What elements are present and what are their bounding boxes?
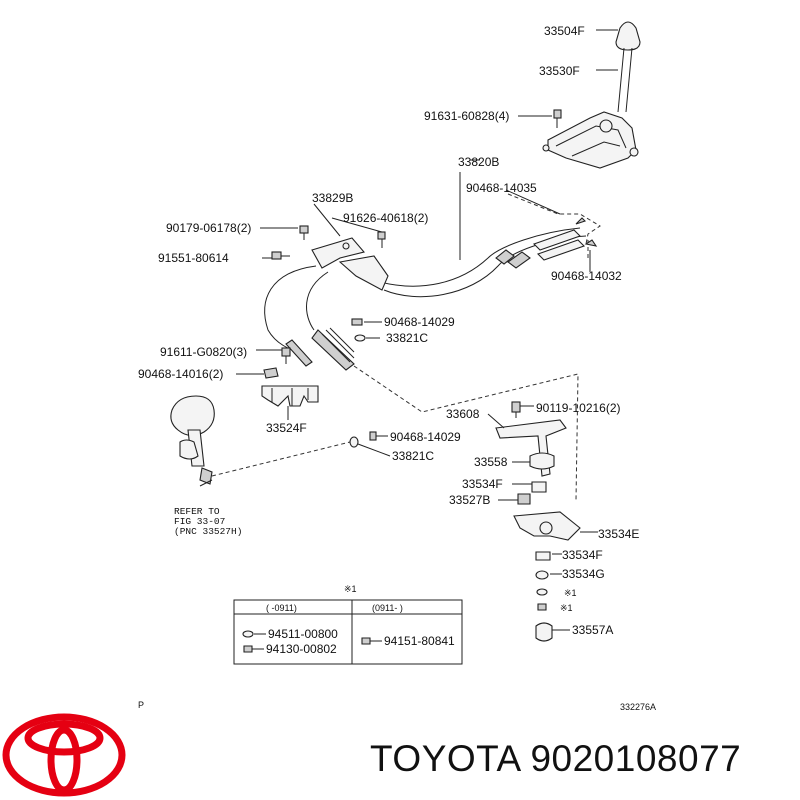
cable-clamp <box>236 347 319 420</box>
callout-bush-6: 33557A <box>572 623 613 637</box>
callout-clip-1: 90468-14029 <box>384 315 455 329</box>
callout-clip-clamp: 90468-14016(2) <box>138 367 223 381</box>
callout-bush-2: 33534F <box>462 477 503 491</box>
callout-bolt-link: 90119-10216(2) <box>536 401 621 415</box>
callout-washer-1: 33821C <box>386 331 428 345</box>
callout-bush-5: 33534G <box>562 567 605 581</box>
callout-clamp: 33524F <box>266 421 307 435</box>
callout-clip-2: 90468-14029 <box>390 430 461 444</box>
table-col2-row1: 94151-80841 <box>384 634 455 648</box>
callout-bolt-lever: 91631-60828(4) <box>424 109 509 123</box>
callout-bolt-clamp: 91611-G0820(3) <box>160 345 247 359</box>
variant-table: ※1 ( -0911) (0911- ) 94511-00800 94130-0… <box>233 584 463 665</box>
bracket-fasteners <box>271 217 598 260</box>
shift-lever-assembly <box>542 21 641 169</box>
table-col1-row2: 94130-00802 <box>266 642 337 656</box>
footer-right-code: 332276A <box>620 702 656 712</box>
callout-pin-right: 90468-14032 <box>551 269 622 283</box>
clip-washer-2 <box>349 431 391 457</box>
callout-pin-upper: 90468-14035 <box>466 181 537 195</box>
callout-lever: 33530F <box>539 64 580 78</box>
callout-bush-1: 33558 <box>474 455 508 469</box>
refer-line-2: FIG 33-07 <box>174 516 225 527</box>
callout-marked-2: ※1 <box>560 603 573 613</box>
callout-cable-assy: 33820B <box>458 155 499 169</box>
link-parts <box>487 401 598 642</box>
cable-assembly <box>264 193 601 371</box>
callout-lever-link: 33608 <box>446 407 480 421</box>
brand-part-number: TOYOTA 9020108077 <box>370 738 742 779</box>
refer-line-3: (PNC 33527H) <box>174 526 242 537</box>
table-mark: ※1 <box>344 584 357 594</box>
refer-line-1: REFER TO <box>174 506 220 517</box>
callout-bracket-link: 33534E <box>598 527 639 541</box>
table-col1-header: ( -0911) <box>266 603 297 613</box>
table-col1-row1: 94511-00800 <box>268 627 338 641</box>
transmission-lever <box>170 395 215 487</box>
callout-bracket: 33829B <box>312 191 353 205</box>
table-col2-header: (0911- ) <box>372 603 403 613</box>
footer-left-code: P <box>138 700 144 710</box>
callout-bush-3: 33527B <box>449 493 490 507</box>
callout-washer-2: 33821C <box>392 449 434 463</box>
callout-knob: 33504F <box>544 24 585 38</box>
toyota-logo <box>2 713 126 797</box>
callout-bolt-bracket2: 91626-40618(2) <box>343 211 428 225</box>
callout-bolt-small: 91551-80614 <box>158 251 229 265</box>
callout-bolt-bracket: 90179-06178(2) <box>166 221 251 235</box>
callout-bush-4: 33534F <box>562 548 603 562</box>
clip-washer-1 <box>351 318 382 342</box>
callout-marked-1: ※1 <box>564 588 577 598</box>
